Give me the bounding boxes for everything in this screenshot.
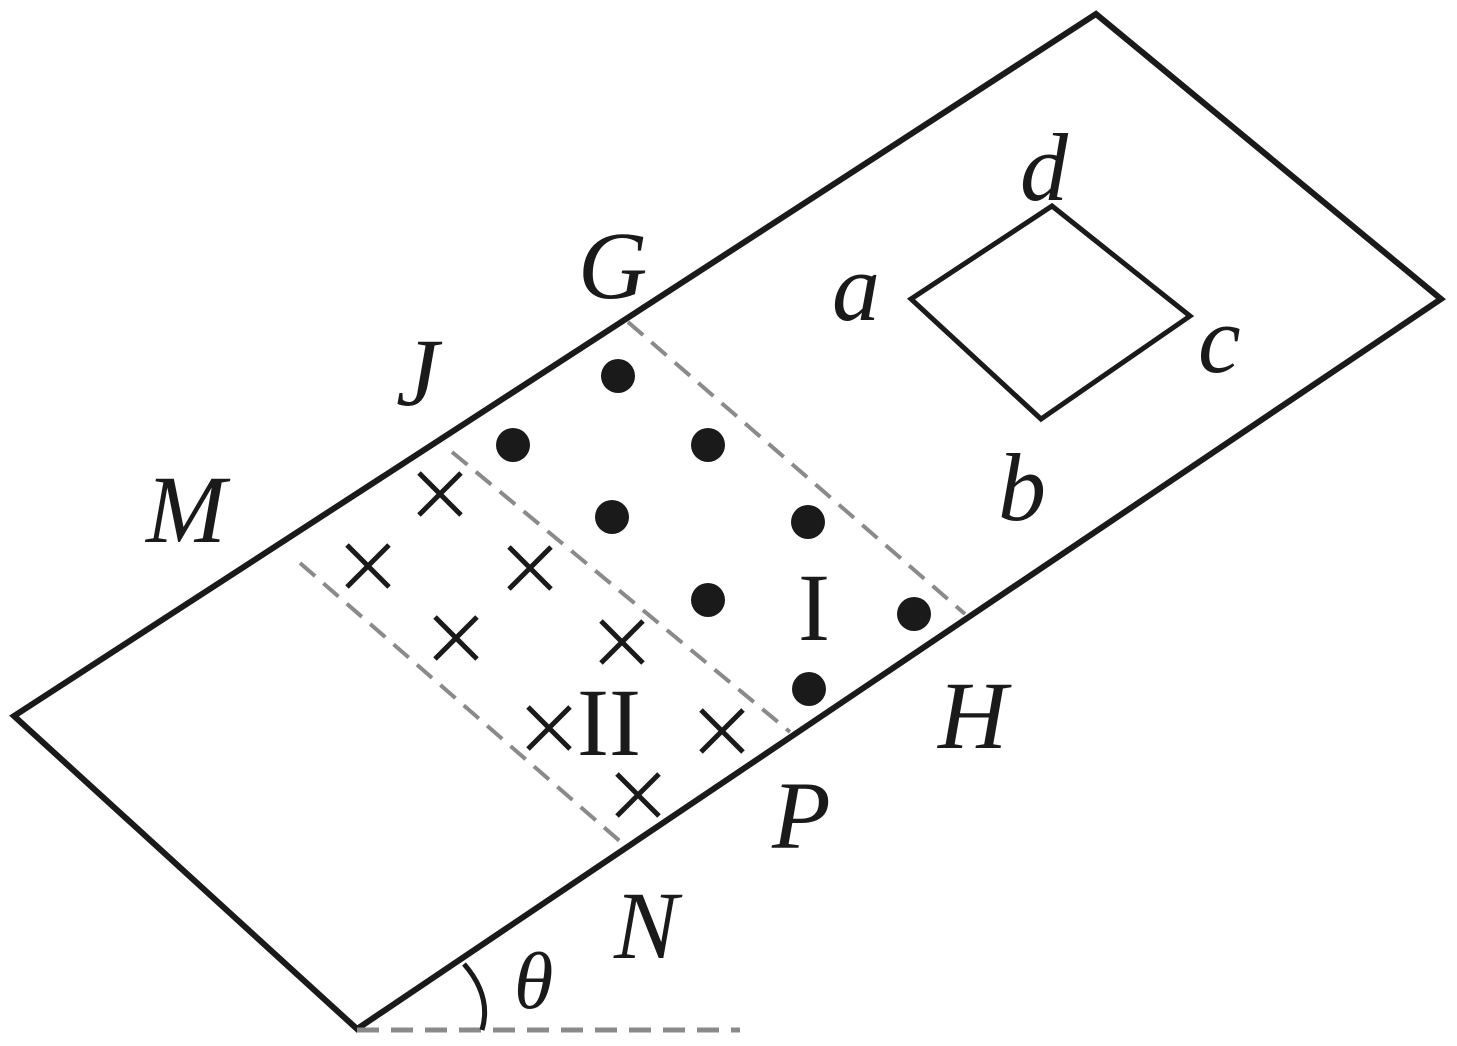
- square-loop-abcd: [906, 202, 1195, 423]
- field-dot: [595, 500, 629, 534]
- label-a: a: [832, 234, 880, 341]
- field-cross: [417, 471, 463, 517]
- label-b: b: [998, 434, 1046, 541]
- region-2-field-crosses: [345, 471, 745, 818]
- region-1-field-dots: [496, 359, 931, 706]
- label-h: H: [936, 662, 1012, 769]
- field-cross: [699, 708, 745, 754]
- field-cross: [345, 543, 391, 589]
- field-cross: [507, 545, 553, 591]
- label-region-2: II: [577, 669, 641, 776]
- inclined-plane: [9, 10, 1447, 1033]
- field-dot: [792, 672, 826, 706]
- field-dot: [496, 428, 530, 462]
- label-j: J: [396, 319, 443, 426]
- boundary-gh: [626, 320, 967, 616]
- label-m: M: [144, 456, 231, 563]
- field-cross: [526, 705, 572, 751]
- label-c: c: [1198, 286, 1241, 393]
- label-angle-theta: θ: [514, 938, 553, 1026]
- field-dot: [691, 583, 725, 617]
- field-dot: [691, 428, 725, 462]
- field-dot: [791, 505, 825, 539]
- field-dot: [601, 359, 635, 393]
- label-p: P: [771, 762, 831, 869]
- field-cross: [433, 615, 479, 661]
- field-cross: [615, 772, 661, 818]
- label-region-1: I: [798, 554, 830, 661]
- label-n: N: [613, 872, 683, 979]
- boundary-jp: [450, 450, 792, 734]
- field-dot: [897, 597, 931, 631]
- label-d: d: [1020, 114, 1069, 221]
- label-g: G: [578, 212, 647, 319]
- boundary-mn: [298, 561, 624, 845]
- angle-arc: [462, 962, 488, 1031]
- field-cross: [599, 619, 645, 665]
